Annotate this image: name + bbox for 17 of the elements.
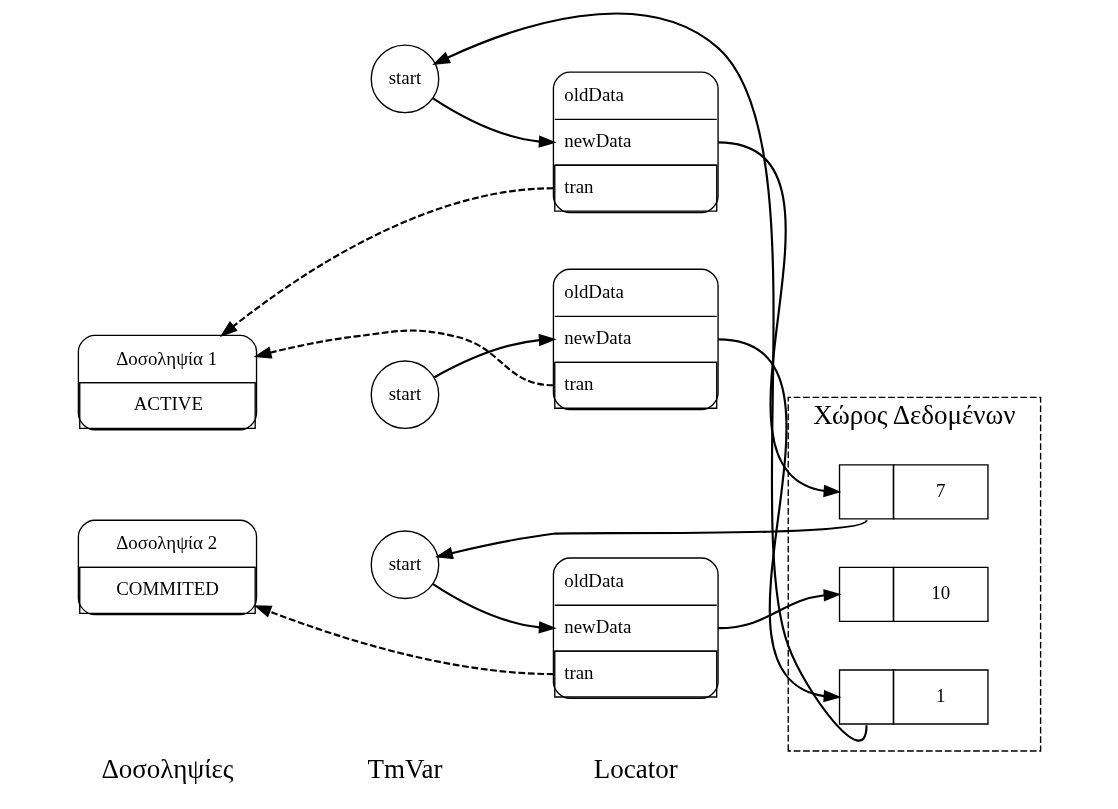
arrow [431, 583, 557, 634]
label: Δοσοληψίες [100, 753, 233, 784]
node-circle: start [370, 360, 439, 430]
node-circle: start [370, 530, 439, 600]
arrow [717, 141, 841, 498]
label: TmVar [367, 753, 442, 784]
arrow [433, 333, 557, 379]
arrow [431, 12, 868, 741]
node-circle: start [370, 44, 439, 114]
arrow [219, 187, 553, 338]
label: Locator [593, 753, 678, 784]
arrow [434, 519, 867, 560]
arrow [717, 338, 841, 703]
arrow [717, 589, 841, 630]
arrow [253, 329, 553, 387]
arrow [253, 605, 553, 676]
arrow [431, 97, 557, 148]
